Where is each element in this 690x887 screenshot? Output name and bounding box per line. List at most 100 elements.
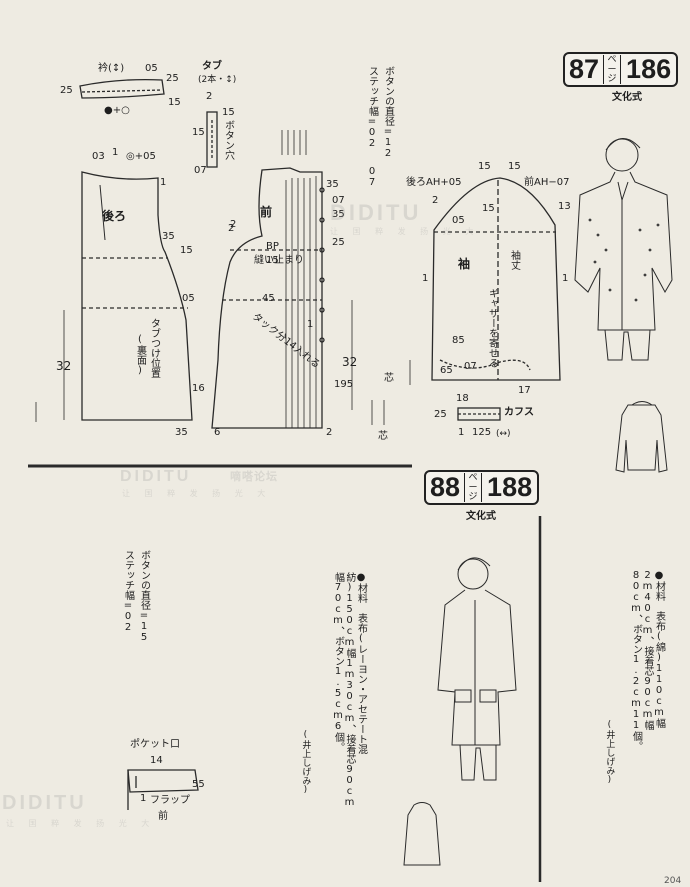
- page-number: 204: [664, 876, 682, 886]
- sleeve-dim: 15: [482, 203, 495, 214]
- back-dim: 1: [160, 177, 167, 188]
- pocket-dim: 1: [140, 793, 147, 804]
- flat-sketch-87: [615, 401, 668, 473]
- sleeve-dim: 1: [422, 273, 429, 284]
- tab-position-label: タブつけ位置: [148, 318, 160, 378]
- front-length-dim: 32: [342, 355, 358, 369]
- front-dim: 07: [332, 195, 345, 206]
- tab-dim: 07: [194, 165, 207, 176]
- collar-dim: 25: [60, 85, 73, 96]
- stitch-width-note: ステッチ幅=02: [366, 66, 378, 149]
- sleeve-front-armhole: 前AH−07: [524, 177, 570, 188]
- watermark-logo: DIDITU: [2, 792, 87, 814]
- materials-left: ●材料 表布(レーヨン・アセテート混紡)150cm幅1m30cm、接着芯90cm…: [332, 572, 367, 808]
- pocket-dim: 55: [192, 779, 205, 790]
- front-dim: 2: [326, 427, 333, 438]
- badge-style-label: 文化式: [612, 92, 642, 103]
- flat-sketch-88: [403, 802, 441, 866]
- sew-stop-label: 縫い止まり: [254, 255, 304, 266]
- collar-dim: 05: [145, 63, 158, 74]
- back-length-dim: 32: [56, 359, 72, 373]
- interfacing-label-2: 芯: [378, 431, 388, 442]
- collar-label: 衿(↕): [98, 63, 125, 74]
- interfacing-label: 芯: [384, 373, 394, 384]
- pocket-dim: 14: [150, 755, 163, 766]
- front-bodice-piece: [211, 167, 323, 429]
- front-dim: 1: [307, 319, 314, 330]
- cuff-grain: (↔): [496, 429, 511, 439]
- tab-buttonhole-label: ボタン穴: [222, 120, 234, 160]
- sleeve-dim: 18: [456, 393, 469, 404]
- pattern-number-badge-88: 88 ページ 188: [424, 470, 540, 505]
- cuff-dim: 1: [458, 427, 465, 438]
- tab-piece: [206, 111, 218, 168]
- materials-right: ●材料 表布(綿)110cm幅2m40cm、接着芯90cm幅80cm、ボタン1.…: [630, 570, 665, 751]
- illustration-88: [437, 557, 517, 781]
- front-dim: 35: [326, 179, 339, 190]
- cuff-dim: 125: [472, 427, 492, 438]
- gather-label: ギャザーを寄せる: [486, 288, 498, 368]
- back-dim: 05: [182, 293, 195, 304]
- back-dim: 1: [112, 147, 119, 158]
- materials-right-credit: (井上しげみ): [604, 720, 615, 785]
- button-diameter-note-88: ボタンの直径=15: [138, 550, 150, 643]
- front-dim: 195: [334, 379, 354, 390]
- sleeve-piece-label: 袖: [458, 257, 471, 271]
- sleeve-dim: 05: [452, 215, 465, 226]
- materials-left-credit: (井上しげみ): [300, 730, 311, 795]
- front-dim: 6: [214, 427, 221, 438]
- back-dim: 15: [180, 245, 193, 256]
- pattern-number-badge-87: 87 ページ 186: [563, 52, 679, 87]
- front-dim: 15: [266, 255, 279, 266]
- front-label-88: 前: [158, 811, 168, 822]
- sleeve-dim: 85: [452, 335, 465, 346]
- sleeve-dim: 65: [440, 365, 453, 376]
- back-dim: 16: [192, 383, 205, 394]
- sleeve-dim: 17: [518, 385, 531, 396]
- badge-page-number: 87: [569, 54, 600, 84]
- sleeve-dim: 15: [508, 161, 521, 172]
- collar-piece: [79, 78, 165, 99]
- bust-point-label: BP: [266, 241, 279, 252]
- sleeve-dim: 2: [432, 195, 439, 206]
- tab-title: タブ: [202, 61, 222, 72]
- cuff-label: カフス: [504, 407, 534, 418]
- back-dim: 35: [175, 427, 188, 438]
- back-dim: 03: [92, 151, 105, 162]
- badge-pattern-number: 186: [626, 54, 672, 84]
- badge-page-unit: ページ: [464, 473, 483, 502]
- watermark-slogan: 让 国 粹 发 扬 光 大: [122, 489, 272, 498]
- sew-stop-value: 45: [262, 293, 275, 304]
- button-diameter-note: ボタンの直径=12: [382, 66, 394, 159]
- badge-page-unit: ページ: [603, 55, 622, 84]
- front-dim: 35: [332, 209, 345, 220]
- front-piece-label: 前: [260, 205, 273, 219]
- sleeve-length-label: 袖丈: [508, 250, 520, 270]
- back-dim: 35: [162, 231, 175, 242]
- stitch-width-note-88: ステッチ幅=02: [122, 550, 134, 633]
- back-piece-label: 後ろ: [102, 209, 127, 223]
- badge-style-label: 文化式: [466, 511, 496, 522]
- pocket-opening-label: ポケット口: [130, 739, 180, 750]
- sleeve-dim: 07: [464, 361, 477, 372]
- watermark-logo: DIDITU: [330, 200, 422, 225]
- collar-marks: ●+○: [104, 105, 130, 116]
- illustration-87: [574, 138, 673, 361]
- watermark-brand: 嘀嗒论坛: [230, 471, 278, 483]
- sleeve-dim: 13: [558, 201, 571, 212]
- collar-dim: 25: [166, 73, 179, 84]
- pocket-flap-piece: [127, 769, 199, 793]
- badge-page-number: 88: [430, 472, 461, 502]
- front-dim: 2: [228, 223, 235, 234]
- sleeve-dim: 1: [562, 273, 569, 284]
- watermark-logo: DIDITU: [120, 468, 192, 485]
- tab-dim: 15: [192, 127, 205, 138]
- tab-dim: 15: [222, 107, 235, 118]
- collar-dim: 15: [168, 97, 181, 108]
- tab-position-sub: (裏面): [134, 334, 146, 376]
- watermark-slogan: 让 国 粹 发 扬 光 大: [6, 819, 156, 828]
- sleeve-piece: [431, 177, 561, 381]
- back-dim: ◎+05: [126, 151, 156, 162]
- stitch-width-note-2: 07: [366, 166, 378, 188]
